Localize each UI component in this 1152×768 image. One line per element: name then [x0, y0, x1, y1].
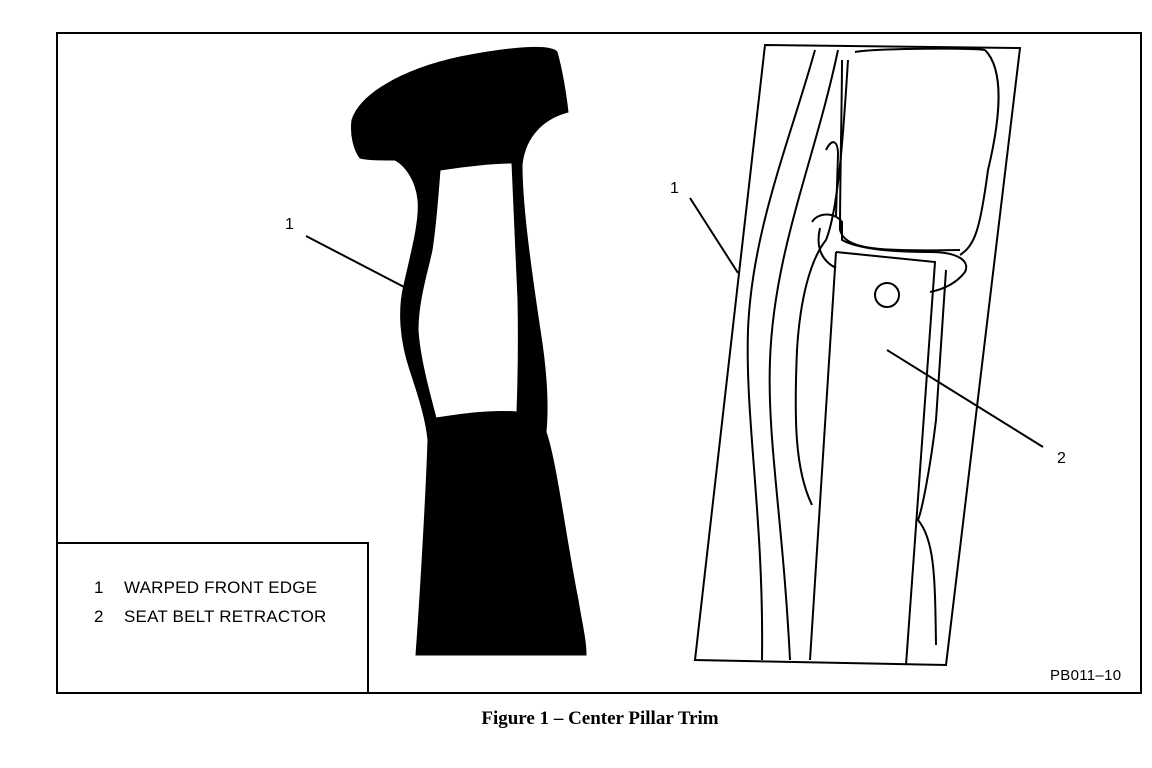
leader-line-pillar-edge [689, 197, 739, 274]
pillar-rail-right [959, 49, 1000, 256]
legend-item: 2 SEAT BELT RETRACTOR [94, 607, 327, 627]
pillar-inner-panel [854, 47, 986, 53]
pillar-bracket-hook [817, 141, 840, 269]
callout-number-2-right: 2 [1057, 450, 1066, 467]
callout-number-1-right: 1 [670, 180, 679, 197]
legend-item-label: WARPED FRONT EDGE [124, 578, 318, 597]
retractor-mounting-hole [874, 282, 900, 308]
legend-item-label: SEAT BELT RETRACTOR [124, 607, 327, 626]
leader-line-warped-edge [305, 235, 407, 289]
figure-caption: Figure 1 – Center Pillar Trim [481, 708, 719, 729]
pillar-bracket [811, 213, 968, 293]
callout-number-1-left: 1 [285, 216, 294, 233]
legend-box: 1 WARPED FRONT EDGE 2 SEAT BELT RETRACTOR [56, 542, 369, 694]
legend-item-number: 2 [94, 607, 104, 626]
leader-line-retractor [886, 349, 1044, 448]
pillar-trim-cutout [417, 162, 519, 419]
legend-item-number: 1 [94, 578, 104, 597]
legend-item: 1 WARPED FRONT EDGE [94, 578, 317, 598]
pillar-outer-outline [693, 43, 1022, 667]
retractor-body [809, 251, 937, 666]
pillar-curve-mid [794, 59, 849, 506]
pillar-curve-inner [768, 49, 839, 661]
pillar-window-edge [838, 59, 961, 252]
pillar-curve-left [746, 49, 816, 661]
retractor-inner-rail [916, 269, 947, 646]
part-code: PB011–10 [1050, 667, 1122, 684]
pillar-trim-silhouette [351, 46, 587, 656]
pillar-outline-drawing [693, 43, 1022, 667]
